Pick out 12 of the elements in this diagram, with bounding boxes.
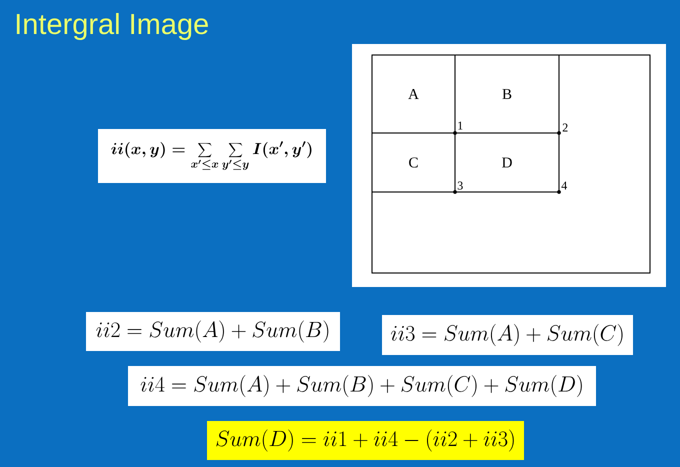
formula-box: $ii(x,y)=\sum_{x'\le x}\sum_{y'\le y}I(x',y')$ [98,129,326,183]
formula-box: $Sum(D)=ii1+ii4-(ii2+ii3)$ [207,421,524,460]
formula-box: $ii2=Sum(A)+Sum(B)$ [86,312,340,351]
grid-cell: A [372,54,456,134]
grid-frame [372,54,650,274]
corner-label: 1 [458,122,462,130]
slide-title: Intergral Image [16,13,208,40]
corner-label: 3 [458,182,463,190]
formula-box: $ii3=Sum(A)+Sum(C)$ [382,315,633,355]
corner-label: 2 [562,124,568,132]
formula-box: $ii4=Sum(A)+Sum(B)+Sum(C)+Sum(D)$ [128,366,596,406]
grid-cell: C [372,132,456,192]
